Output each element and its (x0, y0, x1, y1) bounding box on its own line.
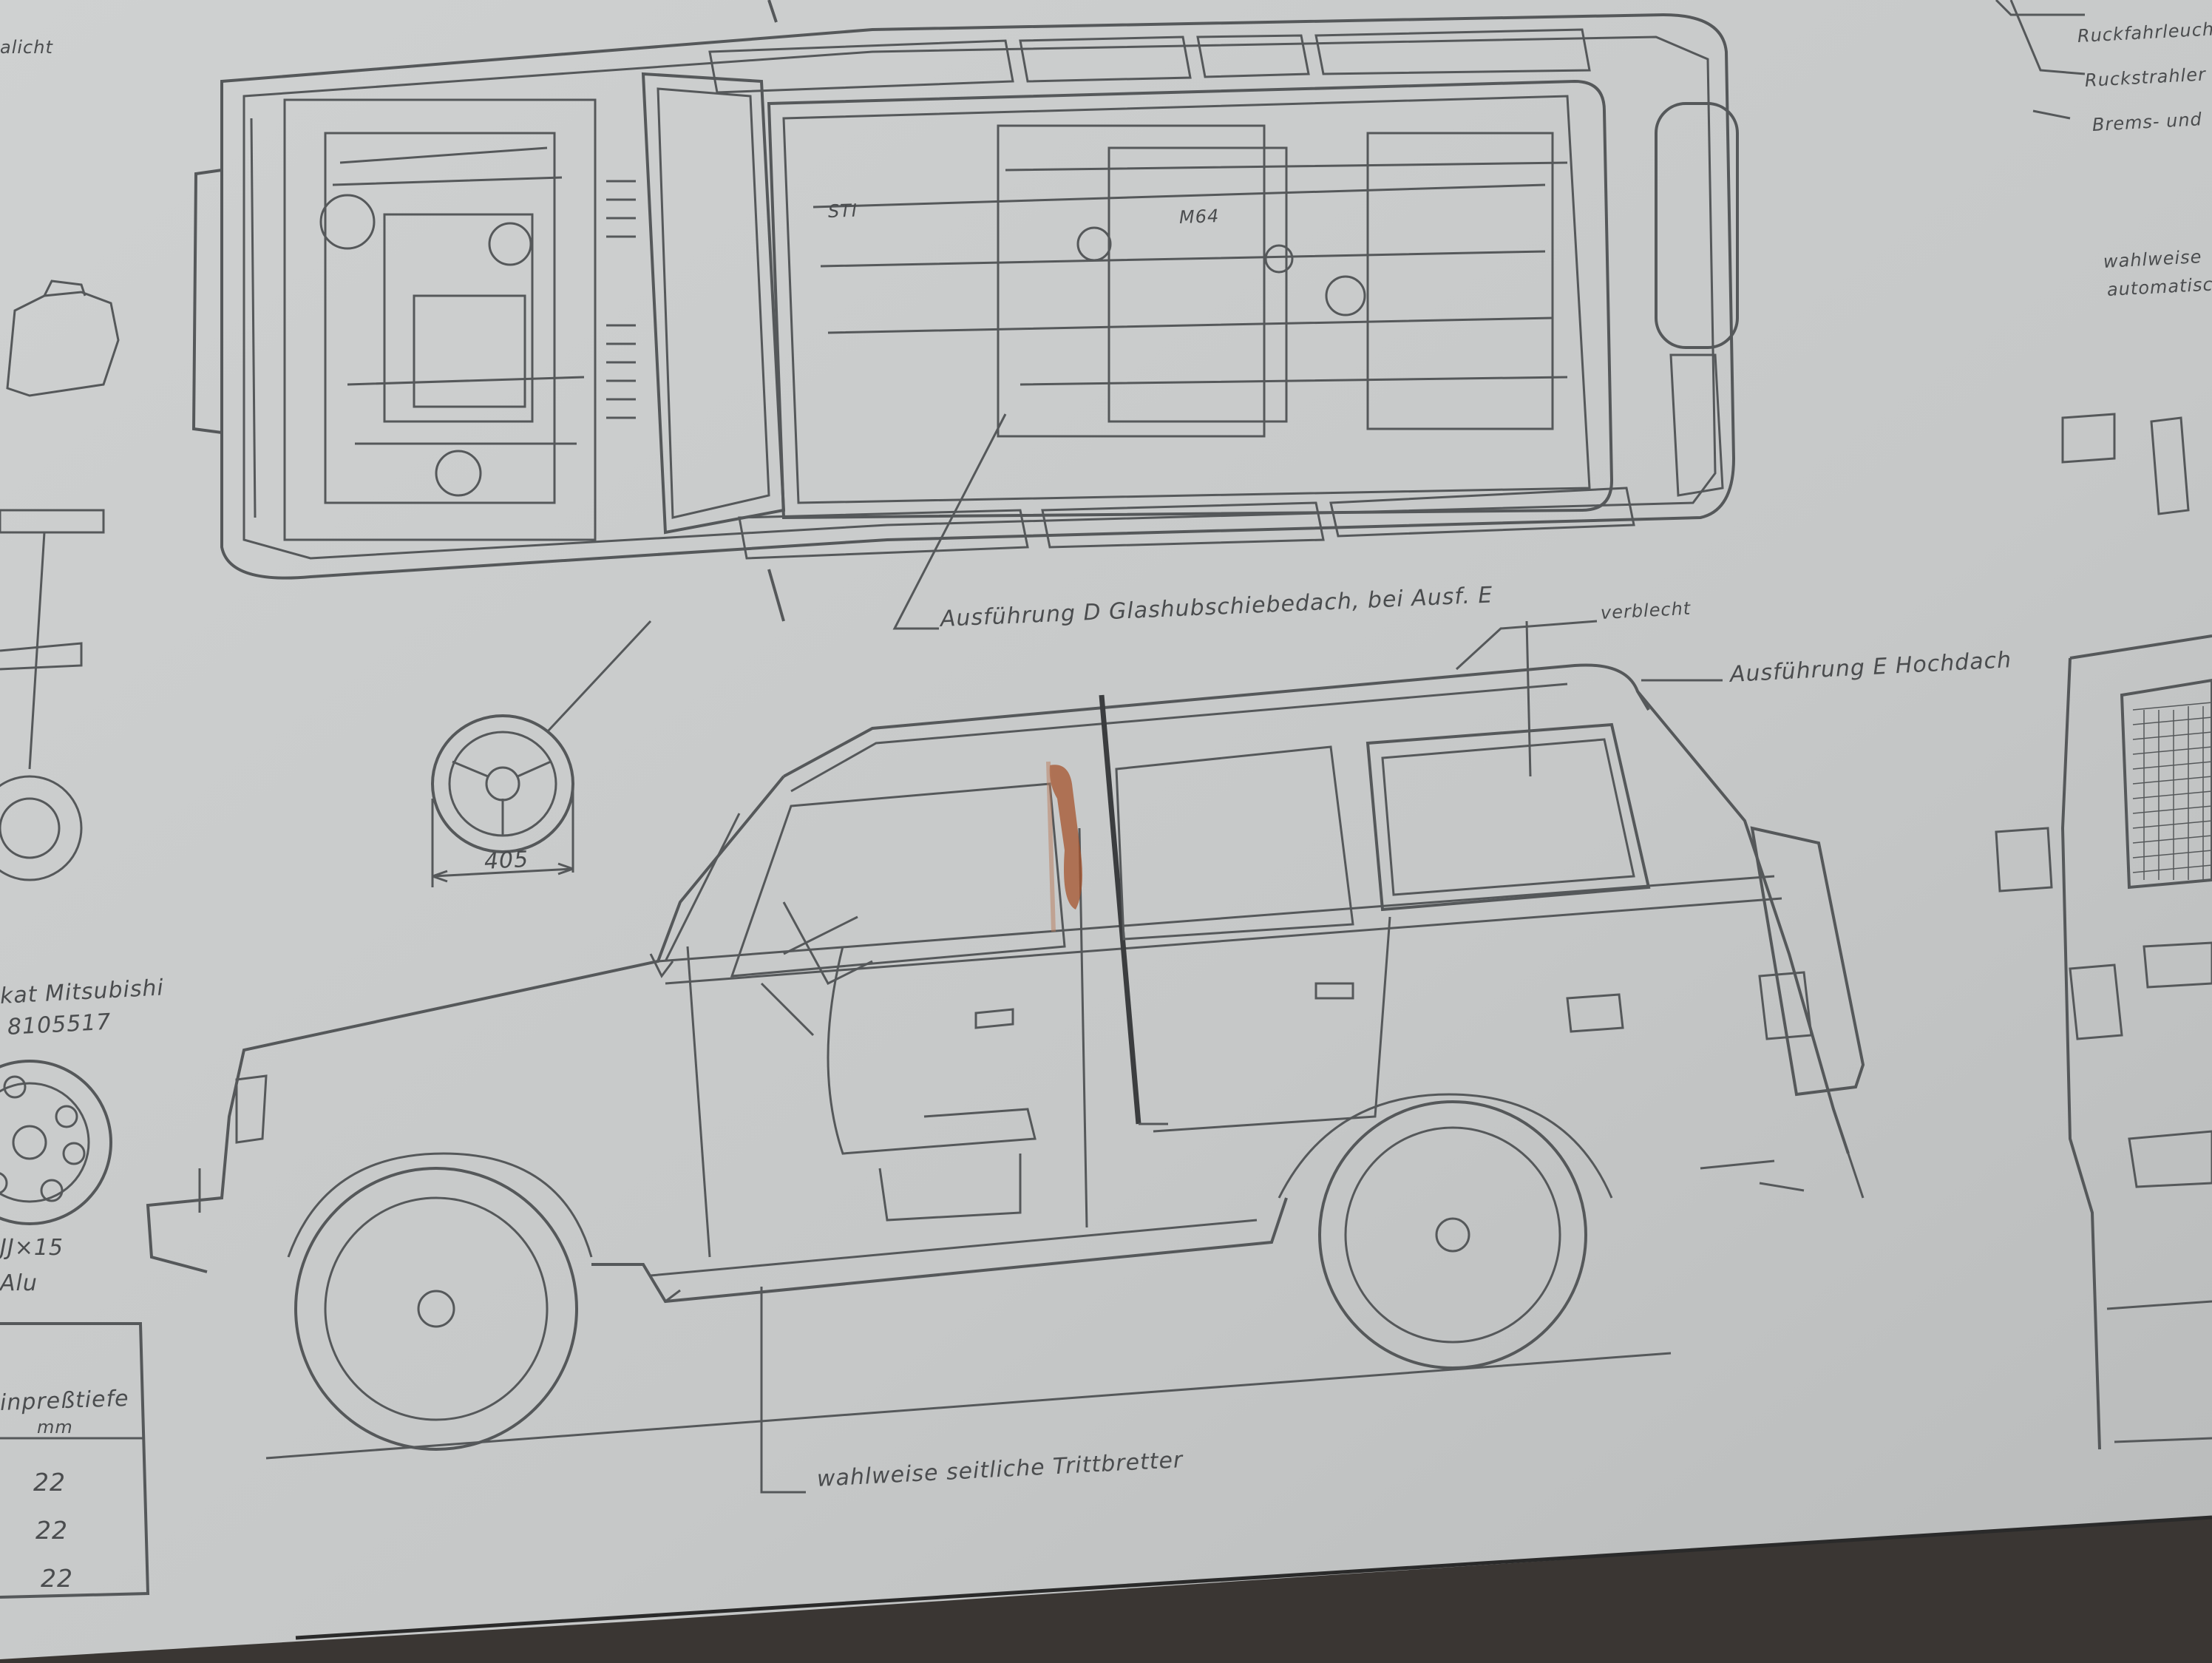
label-wheel-part: 8105517 (7, 1009, 112, 1040)
table-header-offset: inpreßtiefe (0, 1385, 130, 1416)
label-wheel-size: JJ×15 (0, 1235, 64, 1261)
table-cell-1: 22 (33, 1468, 66, 1497)
table-cell-3: 22 (41, 1564, 73, 1593)
label-code-m64: M64 (1178, 206, 1220, 228)
paper-edge (295, 1515, 2212, 1640)
rear-view (1995, 0, 2212, 1450)
ink-lines (0, 0, 2212, 1599)
top-view (191, 0, 1739, 630)
label-code-sti: STI (827, 200, 858, 222)
table-header-unit: mm (37, 1417, 73, 1437)
label-steering-dimension: 405 (484, 846, 530, 875)
steering-wheel (431, 620, 652, 887)
left-parts (0, 280, 150, 1599)
rust-stain (1046, 761, 1082, 932)
label-wheel-material: Alu (0, 1270, 38, 1296)
label-top-left: alicht (0, 37, 53, 58)
table-cell-2: 22 (35, 1516, 68, 1545)
side-view (146, 620, 1865, 1494)
